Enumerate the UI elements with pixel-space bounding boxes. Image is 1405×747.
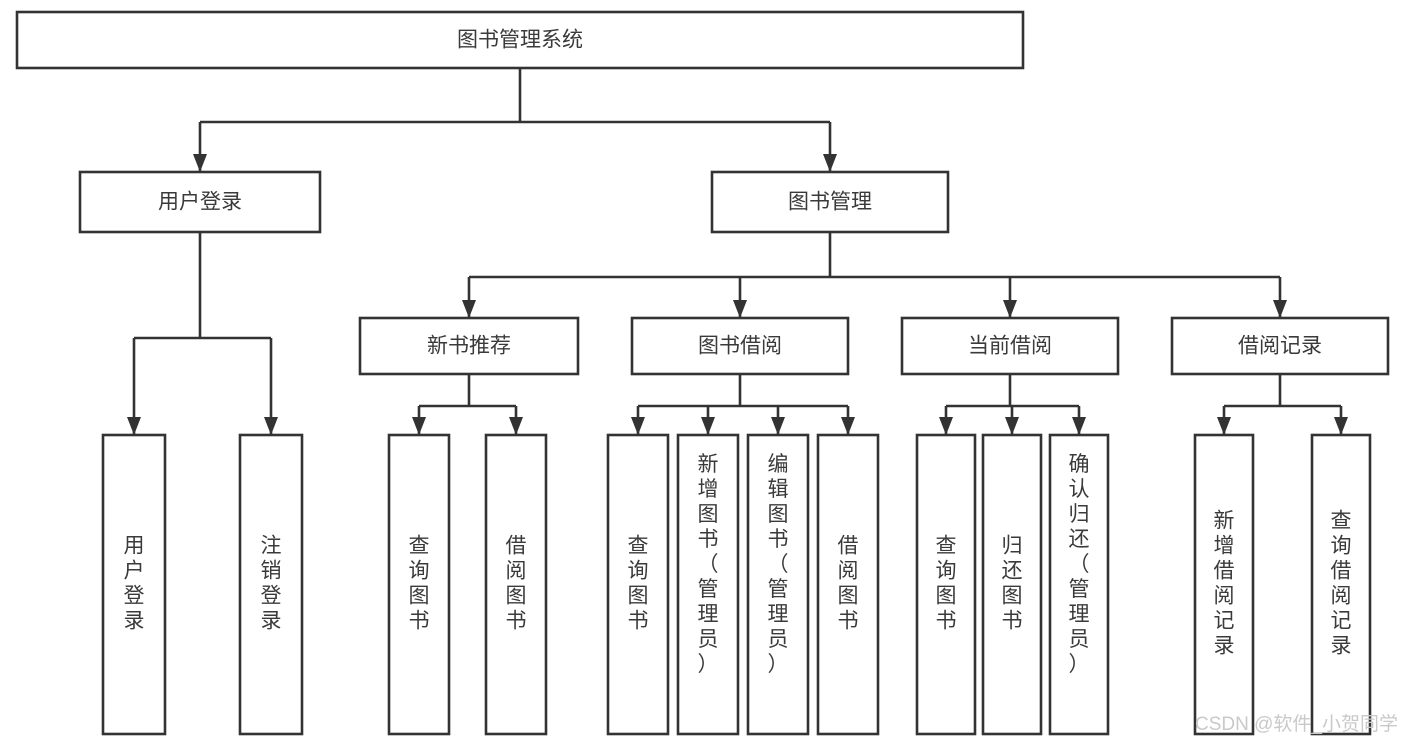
connector-lines [127, 68, 1348, 435]
node-label-borrow-record: 借阅记录 [1238, 335, 1322, 358]
node-leaf-return-book[interactable]: 归还图书 [981, 433, 1043, 736]
node-root[interactable]: 图书管理系统 [15, 10, 1025, 70]
node-box-borrow-record[interactable] [1170, 316, 1390, 376]
node-new-book-recommend[interactable]: 新书推荐 [358, 316, 580, 376]
node-book-borrow[interactable]: 图书借阅 [630, 316, 850, 376]
node-label-current-borrow: 当前借阅 [968, 335, 1052, 358]
node-leaf-query-record[interactable]: 查询借阅记录 [1310, 433, 1372, 736]
node-leaf-add-record[interactable]: 新增借阅记录 [1193, 433, 1255, 736]
node-user-login[interactable]: 用户登录 [78, 170, 322, 234]
node-box-leaf-user-login[interactable] [101, 433, 167, 736]
node-box-new-book-recommend[interactable] [358, 316, 580, 376]
node-leaf-borrow-book-1[interactable]: 借阅图书 [484, 433, 548, 736]
node-box-root[interactable] [15, 10, 1025, 70]
node-leaf-add-book[interactable]: 新增图书（管理员） [676, 433, 740, 736]
node-leaf-query-book-1[interactable]: 查询图书 [387, 433, 451, 736]
node-box-leaf-logout[interactable] [238, 433, 304, 736]
node-leaf-query-book-3[interactable]: 查询图书 [915, 433, 977, 736]
node-box-leaf-query-book-3[interactable] [915, 433, 977, 736]
node-label-leaf-logout: 注销登录 [261, 535, 282, 633]
node-label-new-book-recommend: 新书推荐 [427, 335, 511, 358]
node-box-leaf-query-record[interactable] [1310, 433, 1372, 736]
node-leaf-logout[interactable]: 注销登录 [238, 433, 304, 736]
node-label-root: 图书管理系统 [457, 29, 583, 52]
node-leaf-user-login[interactable]: 用户登录 [101, 433, 167, 736]
node-label-leaf-add-record: 新增借阅记录 [1214, 510, 1235, 658]
node-box-leaf-add-book[interactable] [676, 433, 740, 736]
node-label-leaf-query-book-3: 查询图书 [936, 535, 957, 633]
node-label-user-login: 用户登录 [158, 191, 242, 214]
node-label-book-manage: 图书管理 [788, 191, 872, 214]
node-label-leaf-edit-book: 编辑图书（管理员） [768, 453, 789, 676]
node-box-user-login[interactable] [78, 170, 322, 234]
node-label-leaf-return-book: 归还图书 [1002, 535, 1023, 633]
node-leaf-borrow-book-2[interactable]: 借阅图书 [816, 433, 880, 736]
node-box-leaf-add-record[interactable] [1193, 433, 1255, 736]
node-label-leaf-query-book-2: 查询图书 [628, 535, 649, 633]
node-leaf-edit-book[interactable]: 编辑图书（管理员） [746, 433, 810, 736]
node-leaf-confirm-return[interactable]: 确认归还（管理员） [1048, 433, 1110, 736]
node-label-leaf-user-login: 用户登录 [124, 535, 145, 633]
node-box-leaf-edit-book[interactable] [746, 433, 810, 736]
node-label-leaf-borrow-book-1: 借阅图书 [506, 535, 527, 633]
node-box-current-borrow[interactable] [900, 316, 1120, 376]
node-label-book-borrow: 图书借阅 [698, 335, 782, 358]
node-box-leaf-query-book-2[interactable] [606, 433, 670, 736]
node-box-leaf-borrow-book-2[interactable] [816, 433, 880, 736]
node-label-leaf-borrow-book-2: 借阅图书 [838, 535, 859, 633]
node-box-leaf-return-book[interactable] [981, 433, 1043, 736]
node-box-book-manage[interactable] [710, 170, 950, 234]
node-box-book-borrow[interactable] [630, 316, 850, 376]
node-boxes: 图书管理系统用户登录图书管理新书推荐图书借阅当前借阅借阅记录用户登录注销登录查询… [15, 10, 1390, 736]
node-label-leaf-confirm-return: 确认归还（管理员） [1069, 453, 1090, 676]
node-label-leaf-add-book: 新增图书（管理员） [698, 453, 719, 676]
node-box-leaf-query-book-1[interactable] [387, 433, 451, 736]
node-box-leaf-borrow-book-1[interactable] [484, 433, 548, 736]
node-label-leaf-query-record: 查询借阅记录 [1331, 510, 1352, 658]
node-borrow-record[interactable]: 借阅记录 [1170, 316, 1390, 376]
node-box-leaf-confirm-return[interactable] [1048, 433, 1110, 736]
node-leaf-query-book-2[interactable]: 查询图书 [606, 433, 670, 736]
csdn-watermark: CSDN @软件_小贺同学 [1195, 713, 1398, 735]
node-book-manage[interactable]: 图书管理 [710, 170, 950, 234]
node-label-leaf-query-book-1: 查询图书 [409, 535, 430, 633]
node-current-borrow[interactable]: 当前借阅 [900, 316, 1120, 376]
